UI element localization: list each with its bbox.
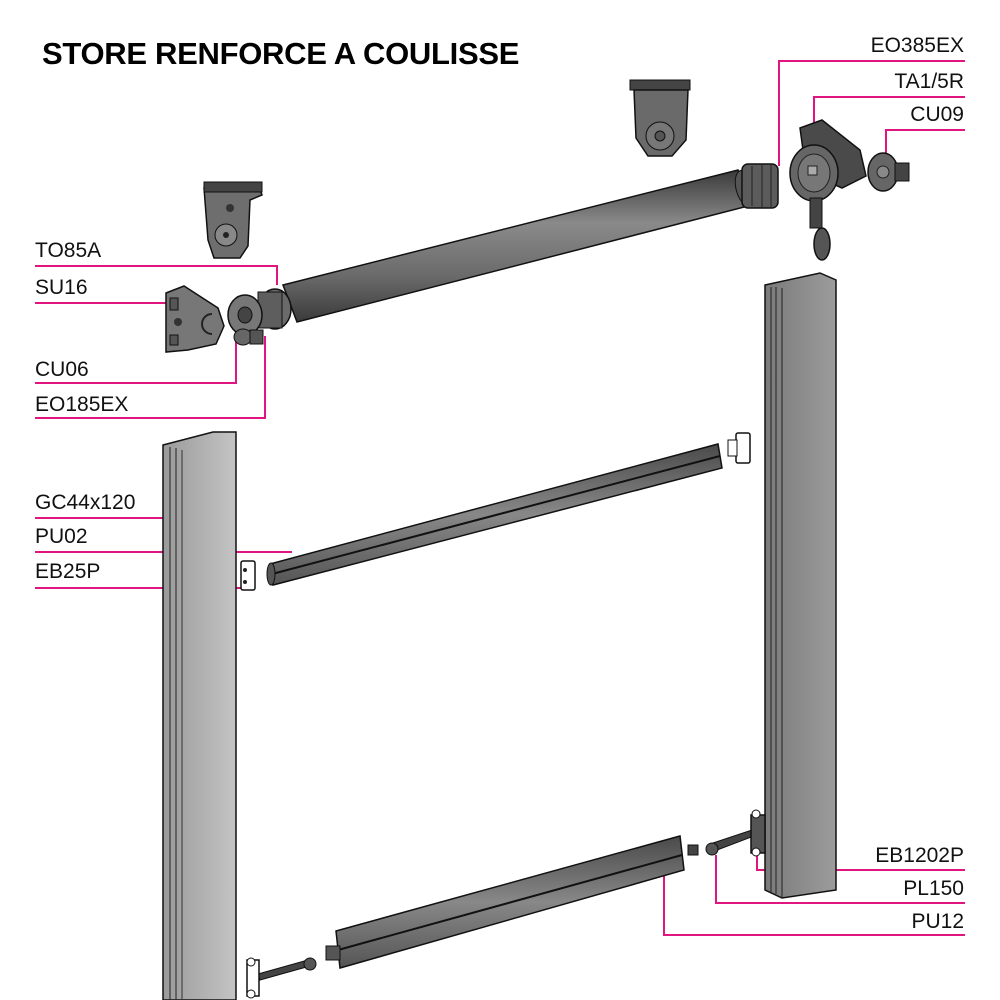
rod-pl150-left <box>257 957 317 981</box>
leader-cu09 <box>885 129 965 155</box>
bracket-upper-right <box>629 79 691 157</box>
end-cap-eb25p-right <box>727 432 751 464</box>
label-cu09: CU09 <box>910 103 964 126</box>
leader-pl150 <box>715 855 965 904</box>
rod-pl150-right <box>687 829 755 856</box>
label-gc44x120: GC44x120 <box>35 491 136 514</box>
label-pu12: PU12 <box>911 910 964 933</box>
label-ta1-5r: TA1/5R <box>894 70 964 93</box>
leader-cu06 <box>35 340 237 384</box>
diagram-title: STORE RENFORCE A COULISSE <box>42 36 520 71</box>
bracket-eb1202p-right <box>750 809 766 857</box>
roller-tube <box>282 169 756 323</box>
leader-to85a <box>35 265 278 285</box>
label-eb25p: EB25P <box>35 560 101 583</box>
guide-rail-right <box>764 272 837 899</box>
leader-eo185ex <box>35 336 266 419</box>
cap-cu06 <box>233 328 264 346</box>
end-cap-eo185ex <box>227 288 292 336</box>
end-cap-eo385ex <box>741 163 779 209</box>
leader-eb1202p <box>756 850 965 871</box>
label-cu06: CU06 <box>35 358 89 381</box>
label-pl150: PL150 <box>903 877 964 900</box>
guide-rail-left <box>162 431 237 1000</box>
leader-pu12 <box>663 868 965 936</box>
label-eo385ex: EO385EX <box>870 34 964 57</box>
label-su16: SU16 <box>35 276 88 299</box>
label-eo185ex: EO185EX <box>35 393 129 416</box>
label-eb1202p: EB1202P <box>875 844 964 867</box>
bar-pu12 <box>325 835 685 969</box>
bar-pu02 <box>266 443 723 586</box>
end-cap-eb25p-left <box>240 560 256 591</box>
label-pu02: PU02 <box>35 525 88 548</box>
bracket-to85a <box>203 181 263 259</box>
bracket-eb1202p-left <box>246 957 260 999</box>
leader-eo385ex <box>778 60 965 166</box>
bracket-su16 <box>165 285 225 353</box>
label-to85a: TO85A <box>35 239 102 262</box>
cap-cu09 <box>867 152 910 192</box>
winch-ta1-5r <box>789 119 867 261</box>
